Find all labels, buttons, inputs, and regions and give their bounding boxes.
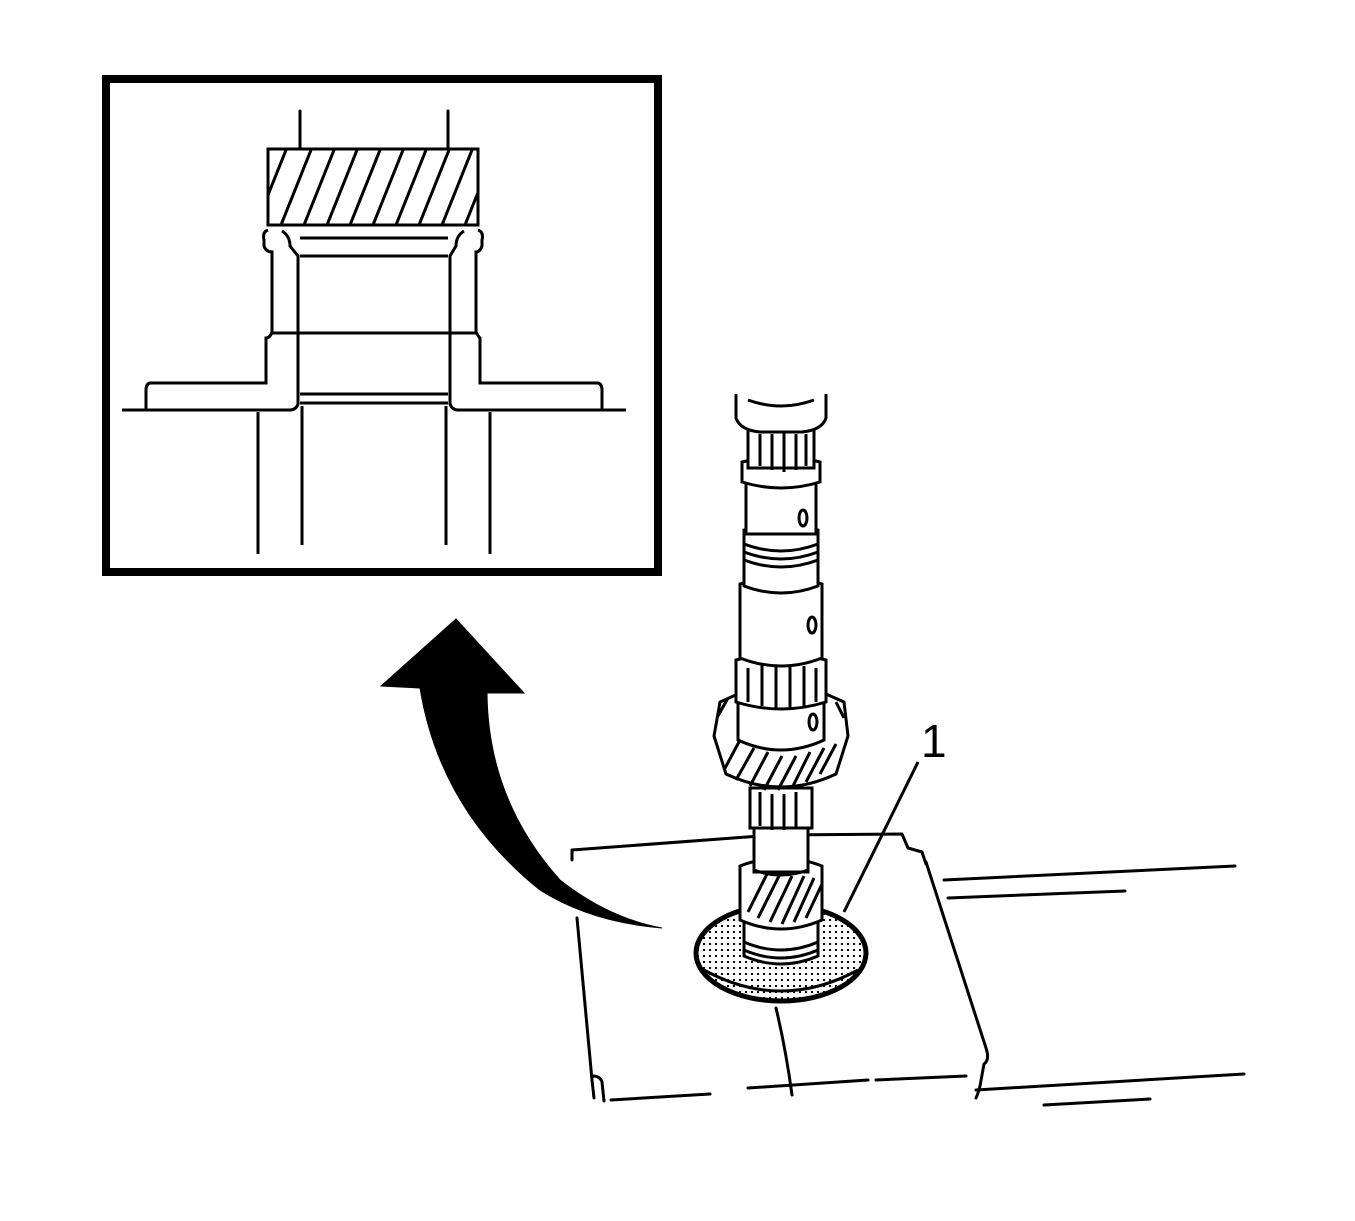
- detail-arrow-icon: [379, 618, 663, 929]
- shaft-section: [256, 406, 492, 554]
- press-tool-hatched: [266, 147, 480, 227]
- transmission-case: [570, 832, 1246, 1107]
- callout-label-1: 1: [921, 715, 947, 767]
- bearing-section: [122, 228, 626, 412]
- shaft-assembly: [712, 394, 850, 966]
- detail-view: [102, 75, 662, 576]
- callout-leader-1: [842, 761, 920, 913]
